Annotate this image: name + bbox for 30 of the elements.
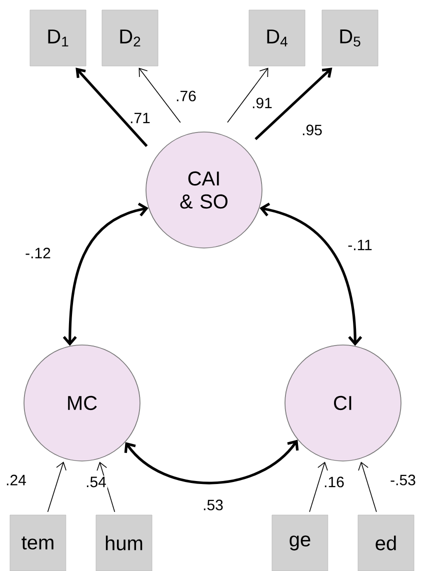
arrow bbox=[260, 202, 362, 346]
arrow bbox=[358, 462, 377, 512]
arrow bbox=[47, 462, 66, 512]
arrow bbox=[138, 68, 181, 123]
edge-label: -.11 bbox=[346, 238, 374, 252]
indicator-box: D$_{5}$ bbox=[322, 10, 378, 66]
indicator-box: D$_{2}$ bbox=[102, 10, 158, 66]
edge-label: .24 bbox=[4, 474, 28, 486]
arrow bbox=[76, 68, 148, 147]
edge-label: .54 bbox=[84, 476, 108, 488]
edge-label: -.53 bbox=[389, 474, 417, 486]
indicator-box: ed bbox=[358, 514, 414, 571]
edge-label: .53 bbox=[202, 498, 224, 512]
arrow bbox=[62, 202, 148, 346]
edge-label: .16 bbox=[322, 476, 346, 488]
indicator-box: D$_{4}$ bbox=[248, 10, 306, 66]
edge-label: .91 bbox=[250, 96, 274, 110]
indicator-box: tem bbox=[10, 514, 66, 571]
edge-label: -.12 bbox=[24, 246, 52, 260]
arrow bbox=[96, 462, 116, 512]
arrow bbox=[124, 440, 299, 484]
indicator-box: hum bbox=[96, 514, 152, 571]
arrow bbox=[254, 68, 332, 140]
indicator-box: ge bbox=[272, 514, 328, 571]
arrow bbox=[227, 68, 268, 123]
edge-label: .76 bbox=[174, 90, 198, 102]
arrow bbox=[309, 462, 328, 512]
indicator-box: D$_{1}$ bbox=[30, 10, 86, 66]
edge-label: .71 bbox=[128, 112, 152, 124]
edge-label: .95 bbox=[300, 124, 324, 136]
